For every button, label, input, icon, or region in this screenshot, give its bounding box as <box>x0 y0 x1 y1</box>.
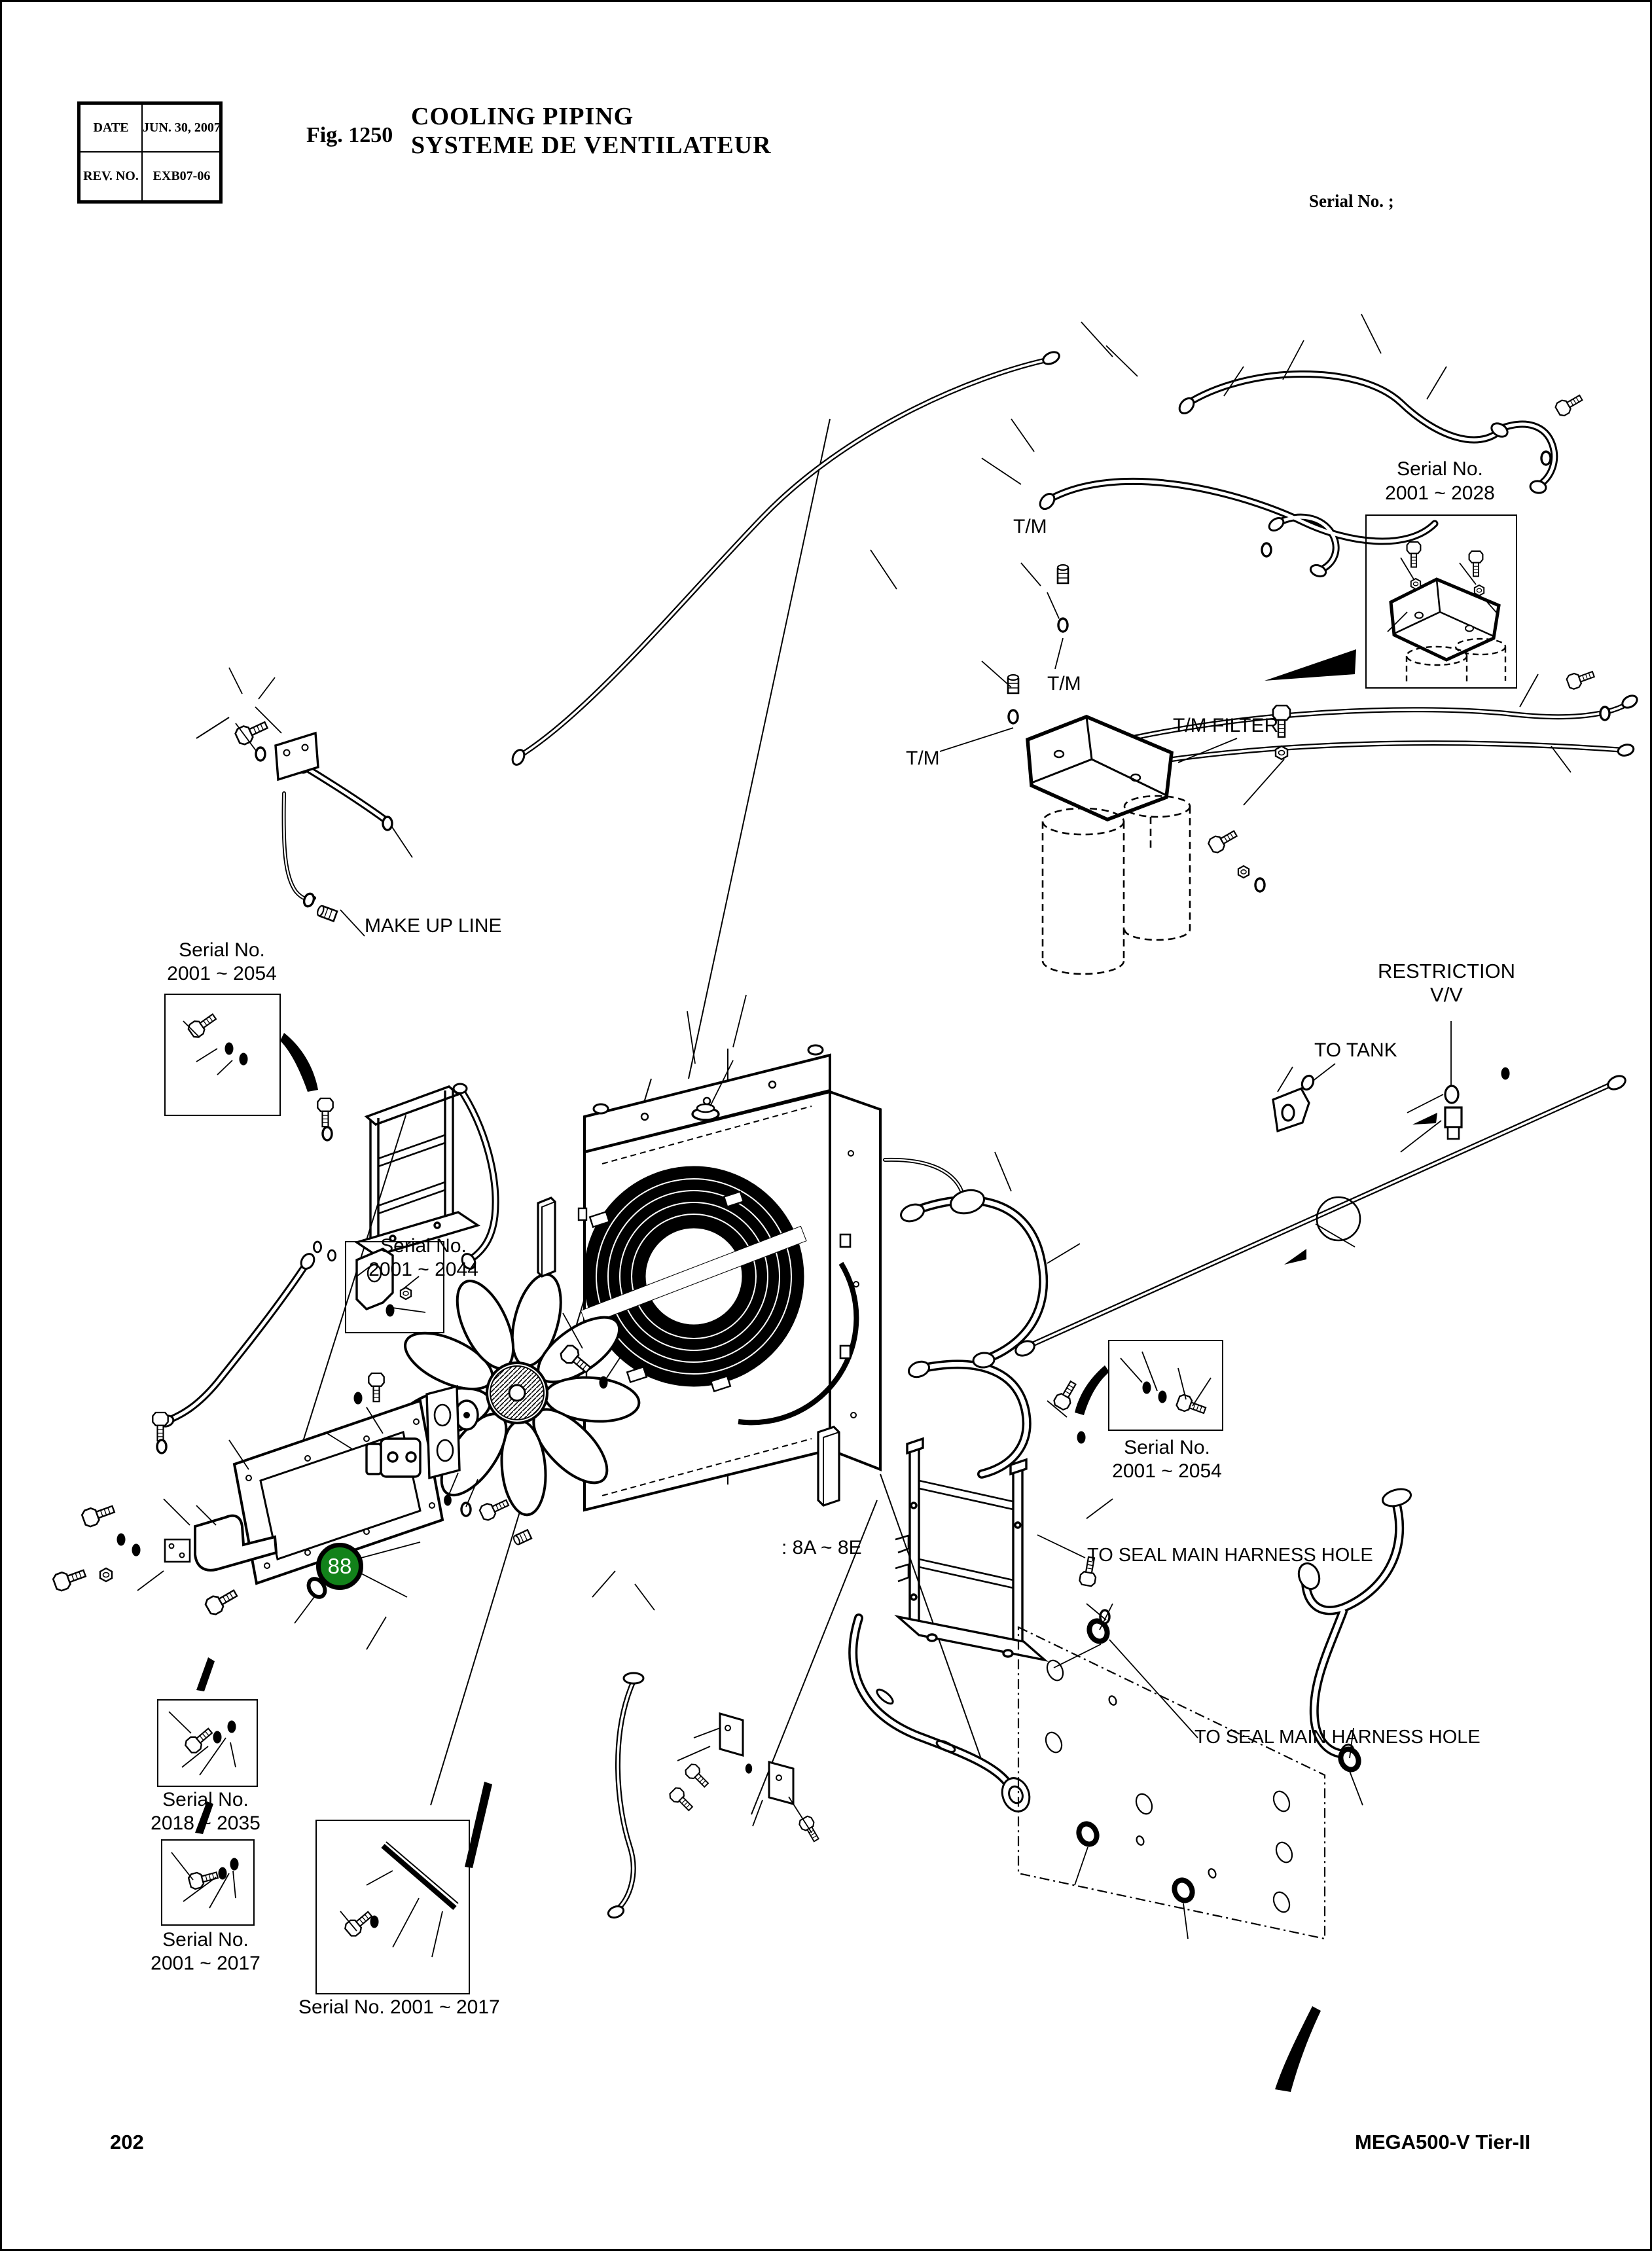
label-tm-filter: T/M FILTER <box>1173 715 1279 736</box>
serial-2044-line2: 2001 ~ 2044 <box>368 1259 478 1280</box>
callout-box-serial-2001-2028 <box>1365 514 1517 689</box>
callout-box-contents <box>381 577 1507 1911</box>
serial-2054r-line1: Serial No. <box>1124 1437 1210 1458</box>
label-tm-low: T/M <box>906 747 940 769</box>
callout-serial-2001-2044-label: Serial No. 2001 ~ 2044 <box>345 1234 502 1282</box>
tm-filter-assembly <box>1026 715 1191 975</box>
serial-2054l-line2: 2001 ~ 2054 <box>167 963 277 984</box>
revision-table: DATE JUN. 30, 2007 REV. NO. EXB07-06 <box>77 101 223 204</box>
to-tank-fitting <box>1272 1074 1463 1242</box>
serial-2017l-line2: 2001 ~ 2017 <box>151 1953 260 1974</box>
fan-pump-and-bracket <box>365 1384 461 1480</box>
callout-serial-2001-2017-bottom-label: Serial No. 2001 ~ 2017 <box>298 1996 500 2018</box>
rev-no-label: REV. NO. <box>81 153 143 200</box>
label-seal-harness-1: TO SEAL MAIN HARNESS HOLE <box>1087 1545 1373 1566</box>
left-mount-stand <box>354 1085 480 1257</box>
callout-serial-2001-2028-label: Serial No. 2001 ~ 2028 <box>1365 457 1515 505</box>
date-value: JUN. 30, 2007 <box>143 105 221 153</box>
label-seal-harness-2: TO SEAL MAIN HARNESS HOLE <box>1194 1727 1481 1748</box>
serial-2035-line1: Serial No. <box>162 1789 249 1810</box>
standoff-bars <box>537 1197 840 1507</box>
part-badge-88[interactable]: 88 <box>316 1543 363 1590</box>
harness-hole-panel <box>1017 1618 1363 1940</box>
callout-box-serial-2001-2044 <box>345 1241 444 1333</box>
label-range-8a-8e: : 8A ~ 8E <box>781 1537 862 1558</box>
callout-serial-2001-2054-right-label: Serial No. 2001 ~ 2054 <box>1106 1436 1228 1483</box>
serial-2028-line2: 2001 ~ 2028 <box>1385 482 1495 504</box>
callout-serial-2018-2035-label: Serial No. 2018 ~ 2035 <box>149 1788 262 1835</box>
label-restriction-line2: V/V <box>1430 983 1463 1006</box>
label-tm-mid: T/M <box>1047 673 1081 694</box>
label-restriction-line1: RESTRICTION <box>1377 960 1516 982</box>
radiator-assembly <box>577 1044 882 1512</box>
label-make-up-line: MAKE UP LINE <box>365 915 502 937</box>
label-restriction-vv: RESTRICTION V/V <box>1348 960 1545 1007</box>
callout-box-serial-2001-2017-bottom <box>315 1820 470 1994</box>
label-to-tank: TO TANK <box>1314 1039 1397 1061</box>
hardware-parts <box>51 390 1611 1939</box>
label-tm-top: T/M <box>1013 516 1047 537</box>
callout-serial-2001-2017-left-label: Serial No. 2001 ~ 2017 <box>149 1928 262 1975</box>
rev-no-value: EXB07-06 <box>153 169 211 183</box>
date-label: DATE <box>81 105 143 153</box>
pointer-wedges <box>195 649 1437 2092</box>
page-number: 202 <box>110 2131 144 2153</box>
page-title-fr: SYSTEME DE VENTILATEUR <box>411 132 772 159</box>
serial-2054l-line1: Serial No. <box>179 939 265 961</box>
serial-2054r-line2: 2001 ~ 2054 <box>1112 1460 1222 1482</box>
callout-box-serial-2018-2035 <box>157 1699 258 1787</box>
callout-box-serial-2001-2054-left <box>164 994 281 1116</box>
right-mount-stand <box>894 1437 1049 1662</box>
callout-box-serial-2001-2017-left <box>161 1839 255 1926</box>
leader-lines <box>137 314 1571 1958</box>
serial-2035-line2: 2018 ~ 2035 <box>151 1812 260 1834</box>
model-name: MEGA500-V Tier-II <box>1355 2131 1531 2153</box>
serial-2044-line1: Serial No. <box>380 1235 467 1257</box>
callout-box-serial-2001-2054-right <box>1108 1340 1223 1431</box>
make-up-line-assembly <box>196 717 319 782</box>
serial-2028-line1: Serial No. <box>1397 458 1483 480</box>
callout-serial-2001-2054-left-label: Serial No. 2001 ~ 2054 <box>162 939 281 986</box>
serial-note: Serial No. ; <box>1309 191 1394 211</box>
figure-number: Fig. 1250 <box>306 123 393 147</box>
serial-2017l-line1: Serial No. <box>162 1929 249 1951</box>
fan-guard-plate <box>164 1399 444 1585</box>
page-title-en: COOLING PIPING <box>411 103 634 130</box>
